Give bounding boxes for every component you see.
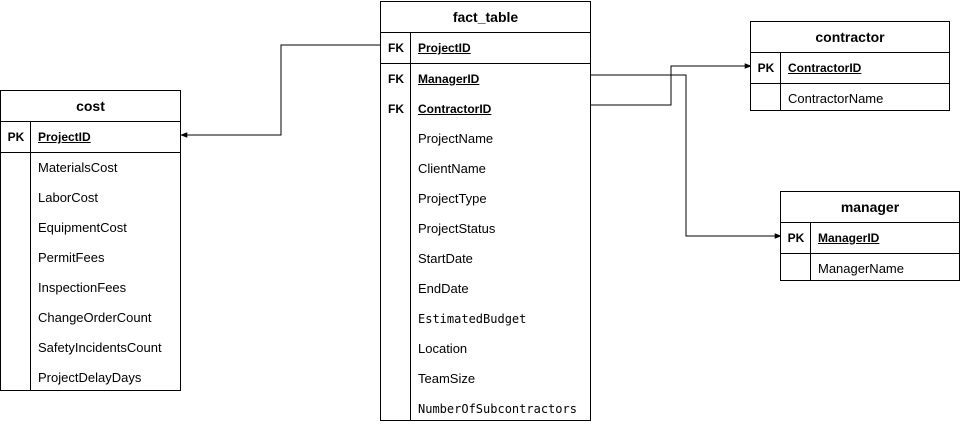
key-column-divider: [780, 52, 781, 110]
key-marker: PK: [757, 61, 775, 75]
entity-manager[interactable]: manager PK ManagerID ManagerName: [780, 191, 960, 281]
entity-title: cost: [1, 91, 180, 122]
edge-fact-manager: [591, 74, 782, 239]
attribute-row[interactable]: LaborCost: [1, 183, 180, 213]
attribute-row[interactable]: EstimatedBudget: [381, 304, 590, 334]
attribute-name: ManagerName: [818, 261, 904, 276]
entity-fact-table[interactable]: fact_table FK ProjectID FK ManagerID FK Contr…: [380, 1, 591, 421]
attribute-row[interactable]: ProjectType: [381, 184, 590, 214]
attribute-name: EndDate: [418, 281, 469, 296]
attribute-row[interactable]: ContractorName: [751, 84, 949, 114]
attribute-row[interactable]: TeamSize: [381, 364, 590, 394]
entity-title: contractor: [751, 22, 949, 53]
attribute-name: MaterialsCost: [38, 160, 118, 175]
attribute-row[interactable]: EndDate: [381, 274, 590, 304]
attribute-name: ProjectID: [418, 41, 471, 55]
attribute-row[interactable]: MaterialsCost: [1, 153, 180, 183]
edge-fact-cost: [180, 44, 381, 138]
attribute-name: ClientName: [418, 161, 486, 176]
attribute-name: ContractorName: [788, 91, 884, 106]
key-column-divider: [810, 222, 811, 280]
attribute-row[interactable]: FK ContractorID: [381, 94, 590, 124]
key-column-divider: [30, 121, 31, 390]
key-marker: FK: [388, 102, 404, 116]
attribute-name: ManagerID: [418, 72, 480, 86]
key-marker: FK: [388, 41, 404, 55]
entity-contractor[interactable]: contractor PK ContractorID ContractorName: [750, 21, 950, 111]
attribute-name: StartDate: [418, 251, 473, 266]
attribute-name: SafetyIncidentsCount: [38, 340, 162, 355]
key-marker: FK: [388, 72, 404, 86]
entity-title: manager: [781, 192, 959, 223]
attribute-row[interactable]: StartDate: [381, 244, 590, 274]
attribute-row[interactable]: ProjectName: [381, 124, 590, 154]
attribute-row[interactable]: EquipmentCost: [1, 213, 180, 243]
key-marker: PK: [7, 130, 25, 144]
attribute-row[interactable]: InspectionFees: [1, 273, 180, 303]
key-column-divider: [410, 32, 411, 420]
attribute-name: ProjectType: [418, 191, 487, 206]
attribute-name: ProjectStatus: [418, 221, 496, 236]
attribute-name: ContractorID: [788, 61, 862, 75]
attribute-name: ProjectID: [38, 130, 91, 144]
attribute-name: LaborCost: [38, 190, 98, 205]
attribute-name: EstimatedBudget: [418, 312, 527, 326]
attribute-row[interactable]: ManagerName: [781, 254, 959, 284]
edge-fact-contractor: [591, 63, 752, 106]
attribute-name: ChangeOrderCount: [38, 310, 152, 325]
attribute-row[interactable]: PK ProjectID: [1, 122, 180, 153]
attribute-name: TeamSize: [418, 371, 476, 386]
attribute-row[interactable]: FK ProjectID: [381, 33, 590, 64]
attribute-name: Location: [418, 341, 468, 356]
attribute-row[interactable]: ChangeOrderCount: [1, 303, 180, 333]
attribute-row[interactable]: PK ContractorID: [751, 53, 949, 84]
attribute-name: InspectionFees: [38, 280, 127, 295]
attribute-name: EquipmentCost: [38, 220, 127, 235]
attribute-row[interactable]: NumberOfSubcontractors: [381, 394, 590, 424]
attribute-name: PermitFees: [38, 250, 105, 265]
attribute-row[interactable]: PermitFees: [1, 243, 180, 273]
attribute-row[interactable]: Location: [381, 334, 590, 364]
attribute-row[interactable]: ClientName: [381, 154, 590, 184]
attribute-name: ManagerID: [818, 231, 880, 245]
attribute-name: ContractorID: [418, 102, 492, 116]
attribute-row[interactable]: ProjectDelayDays: [1, 363, 180, 393]
attribute-row[interactable]: ProjectStatus: [381, 214, 590, 244]
key-marker: PK: [787, 231, 805, 245]
attribute-row[interactable]: PK ManagerID: [781, 223, 959, 254]
attribute-name: ProjectName: [418, 131, 494, 146]
entity-title: fact_table: [381, 2, 590, 33]
attribute-name: ProjectDelayDays: [38, 370, 142, 385]
attribute-row[interactable]: SafetyIncidentsCount: [1, 333, 180, 363]
attribute-name: NumberOfSubcontractors: [418, 402, 577, 416]
attribute-row[interactable]: FK ManagerID: [381, 64, 590, 94]
